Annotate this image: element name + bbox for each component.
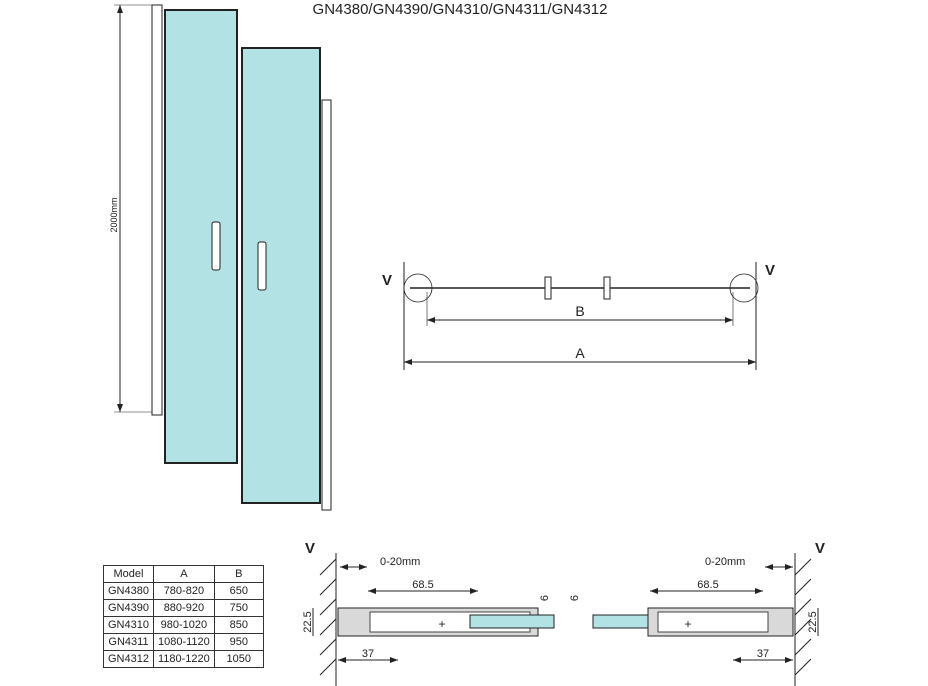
svg-text:+: + xyxy=(438,617,445,631)
svg-text:68.5: 68.5 xyxy=(697,579,718,591)
b-cell: 1050 xyxy=(213,650,264,668)
width-dimension: 68.5 xyxy=(412,579,433,591)
detail-right: V + 0-20mm 68.5 22.5 37 6 xyxy=(569,540,825,686)
plan-view: V V B A xyxy=(382,262,775,370)
svg-text:0-20mm: 0-20mm xyxy=(705,556,745,568)
b-cell: 950 xyxy=(213,633,264,651)
detail-left: V + 0-20mm 68.5 22.5 37 6 xyxy=(302,540,555,686)
left-door-glass xyxy=(164,9,238,464)
b-cell: 650 xyxy=(213,582,264,600)
svg-text:+: + xyxy=(684,617,691,631)
model-cell: GN4311 xyxy=(103,633,154,651)
svg-text:V: V xyxy=(815,540,825,557)
a-cell: 980-1020 xyxy=(152,616,215,634)
table-header-row: Model A B xyxy=(103,565,264,583)
svg-text:V: V xyxy=(305,540,315,557)
a-cell: 1080-1120 xyxy=(152,633,215,651)
model-cell: GN4310 xyxy=(103,616,154,634)
dimension-a-label: A xyxy=(575,345,585,361)
svg-text:37: 37 xyxy=(757,648,769,660)
a-cell: 780-820 xyxy=(152,582,215,600)
door-elevation: 2000mm xyxy=(109,4,332,511)
svg-text:22.5: 22.5 xyxy=(807,611,819,632)
left-handle-icon xyxy=(211,221,221,271)
height-dimension: 2000mm xyxy=(109,197,119,232)
wall-label-right: V xyxy=(765,262,775,279)
drawing-title: GN4380/GN4390/GN4310/GN4311/GN4312 xyxy=(313,1,608,18)
dimension-b-label: B xyxy=(575,303,584,319)
column-header: Model xyxy=(103,565,154,583)
a-cell: 1180-1220 xyxy=(152,650,215,668)
a-cell: 880-920 xyxy=(152,599,215,617)
gap-dimension: 0-20mm xyxy=(380,556,420,568)
b-cell: 850 xyxy=(213,616,264,634)
svg-text:37: 37 xyxy=(362,648,374,660)
model-cell: GN4390 xyxy=(103,599,154,617)
column-header: A xyxy=(152,565,215,583)
right-door-glass xyxy=(241,47,321,504)
right-handle-icon xyxy=(257,241,267,291)
model-cell: GN4380 xyxy=(103,582,154,600)
column-header: B xyxy=(213,565,264,583)
svg-text:22.5: 22.5 xyxy=(302,611,314,632)
svg-text:6: 6 xyxy=(539,595,551,601)
model-cell: GN4312 xyxy=(103,650,154,668)
b-cell: 750 xyxy=(213,599,264,617)
wall-label-left: V xyxy=(382,272,392,289)
svg-text:6: 6 xyxy=(569,595,581,601)
